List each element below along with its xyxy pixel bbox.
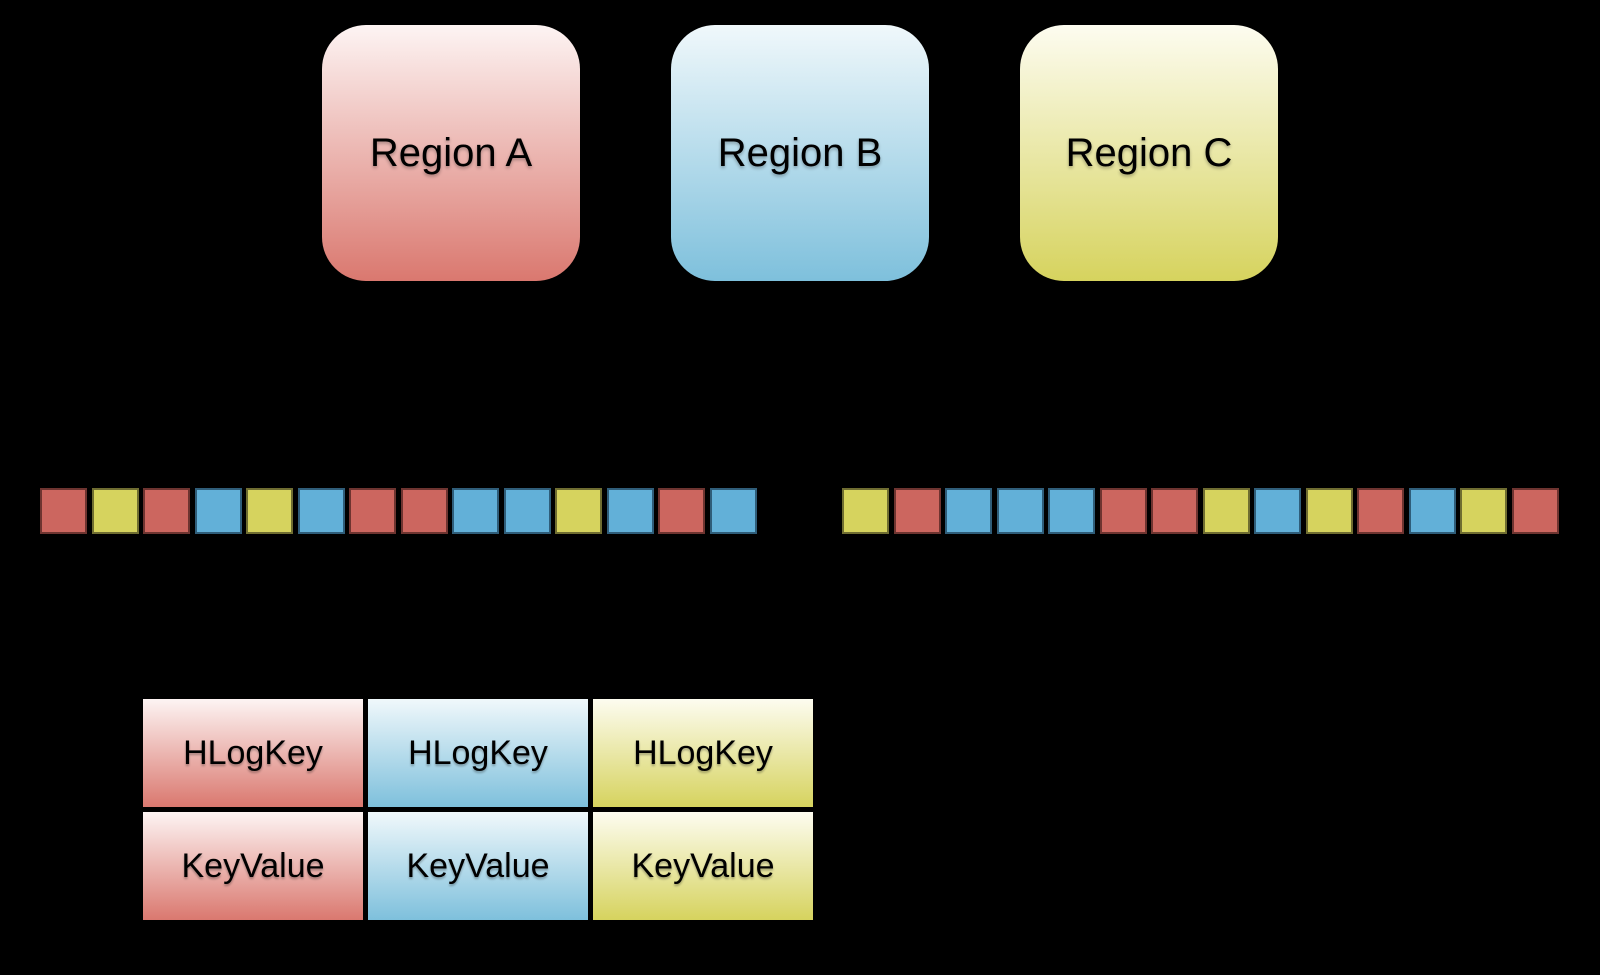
- log-entry-yellow: [246, 488, 293, 534]
- region-label-a: Region A: [369, 130, 533, 175]
- log-entry-red: [143, 488, 190, 534]
- log-entry-blue: [945, 488, 992, 534]
- log-entry-yellow: [842, 488, 889, 534]
- log-entry-blue: [297, 488, 345, 534]
- hlogkey-cell-red: HLogKey: [143, 699, 363, 807]
- log-entry-blue: [1048, 488, 1095, 534]
- hlogkey-cell-yellow: HLogKey: [593, 699, 813, 807]
- log-entry-blue: [996, 488, 1044, 534]
- log-entry-blue: [1254, 488, 1301, 534]
- log-entry-red: [40, 488, 87, 534]
- log-entry-red: [349, 488, 396, 534]
- log-entry-red: [1511, 488, 1559, 534]
- log-entry-blue: [452, 488, 499, 534]
- log-entry-red: [1151, 488, 1198, 534]
- log-entry-red: [893, 488, 941, 534]
- log-entry-blue: [1408, 488, 1456, 534]
- log-entry-blue: [194, 488, 242, 534]
- wal-strip-left: [40, 488, 757, 534]
- log-entry-blue: [709, 488, 757, 534]
- log-entry-red: [1099, 488, 1147, 534]
- log-entry-blue: [606, 488, 654, 534]
- keyvalue-cell-yellow: KeyValue: [593, 812, 813, 920]
- log-entry-red: [400, 488, 448, 534]
- region-box-a: Region A: [322, 25, 580, 281]
- log-entry-red: [1357, 488, 1404, 534]
- log-entry-yellow: [91, 488, 139, 534]
- keyvalue-cell-blue: KeyValue: [368, 812, 588, 920]
- log-entry-yellow: [1305, 488, 1353, 534]
- log-entry-yellow: [1460, 488, 1507, 534]
- log-entry-yellow: [1202, 488, 1250, 534]
- region-box-c: Region C: [1020, 25, 1278, 281]
- log-entry-yellow: [555, 488, 602, 534]
- region-label-b: Region B: [717, 130, 883, 175]
- region-label-c: Region C: [1065, 130, 1233, 175]
- log-entry-blue: [503, 488, 551, 534]
- region-box-b: Region B: [671, 25, 929, 281]
- hlogkey-cell-blue: HLogKey: [368, 699, 588, 807]
- wal-strip-right: [842, 488, 1559, 534]
- log-entry-red: [658, 488, 705, 534]
- keyvalue-cell-red: KeyValue: [143, 812, 363, 920]
- regions-row: Region A Region B Region C: [322, 25, 1278, 281]
